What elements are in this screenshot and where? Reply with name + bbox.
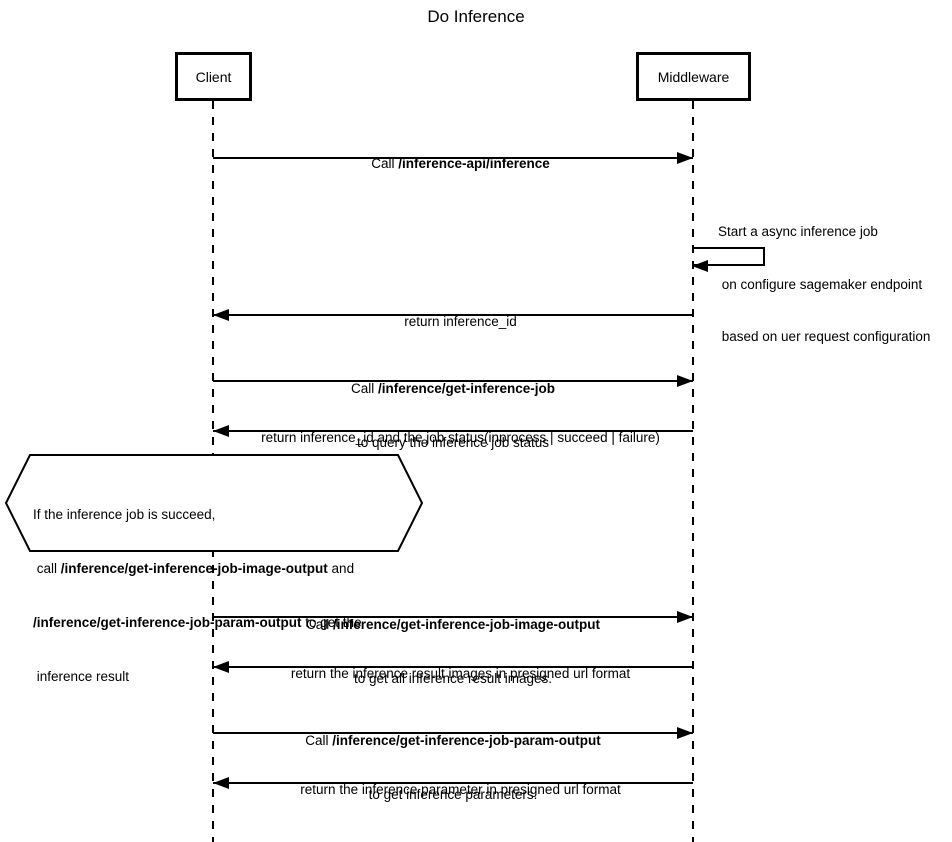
arrowhead-right-icon xyxy=(677,727,693,739)
arrow-return-id xyxy=(213,309,693,321)
self-message-line: Start a async inference job xyxy=(718,224,878,239)
message-label-call-image-output: Call /inference/get-inference-job-image-… xyxy=(213,580,693,724)
arrow-call-param-output xyxy=(213,727,693,739)
diagram-title: Do Inference xyxy=(427,7,525,26)
participant-client-label: Client xyxy=(195,68,232,85)
label-text: Call xyxy=(350,381,378,396)
label-text: return the inference parameter in presig… xyxy=(300,782,621,797)
arrow-call-inference xyxy=(213,152,693,164)
arrow-return-images xyxy=(213,661,693,673)
label-text: to get all inference result images. xyxy=(353,671,553,686)
message-label-call-param-output: Call /inference/get-inference-job-param-… xyxy=(213,696,693,840)
label-text: Call xyxy=(305,733,333,748)
message-label-call-get-job: Call /inference/get-inference-job to que… xyxy=(213,344,693,488)
arrowhead-left-icon xyxy=(213,777,229,789)
label-text: return inference_id and the job status(i… xyxy=(261,430,660,445)
note-line: /inference/get-inference-job-param-outpu… xyxy=(33,615,362,630)
arrow-call-get-job xyxy=(213,375,693,387)
arrow-return-params xyxy=(213,777,693,789)
lifeline-middleware xyxy=(692,101,694,842)
label-text-bold: /inference-api/inference xyxy=(398,156,550,171)
message-label-return-params: return the inference parameter in presig… xyxy=(213,763,693,817)
self-message-loop xyxy=(692,247,765,272)
label-text: to query the inference job status xyxy=(356,435,550,450)
arrowhead-right-icon xyxy=(677,611,693,623)
label-text-bold: /inference/get-inference-job-image-outpu… xyxy=(332,617,601,632)
label-text-bold: /inference/get-inference-job-param-outpu… xyxy=(332,733,601,748)
arrowhead-left-icon xyxy=(213,309,229,321)
label-text: return the inference result images in pr… xyxy=(290,666,631,681)
self-message-label: Start a async inference job on configure… xyxy=(718,188,930,381)
participant-middleware-label: Middleware xyxy=(657,68,730,85)
arrowhead-right-icon xyxy=(677,152,693,164)
self-message-line: based on uer request configuration xyxy=(718,329,931,344)
note-hexagon xyxy=(4,454,424,552)
message-label-return-images: return the inference result images in pr… xyxy=(213,647,693,701)
label-text: to get inference parameters. xyxy=(368,787,538,802)
note-line: If the inference job is succeed, xyxy=(33,507,216,522)
arrowhead-left-icon xyxy=(213,425,229,437)
participant-middleware: Middleware xyxy=(636,52,751,101)
arrow-call-image-output xyxy=(213,611,693,623)
label-text-bold: /inference/get-inference-job xyxy=(377,381,556,396)
self-message-line: on configure sagemaker endpoint xyxy=(718,276,923,292)
label-text: Call xyxy=(305,617,333,632)
label-text: Call xyxy=(371,156,399,171)
note-line: call /inference/get-inference-job-image-… xyxy=(33,561,355,576)
note-hexagon-label: If the inference job is succeed, call /i… xyxy=(33,470,362,722)
arrowhead-left-icon xyxy=(213,661,229,673)
message-label-return-id: return inference_id xyxy=(213,295,693,349)
arrowhead-left-icon xyxy=(692,260,708,272)
arrowhead-right-icon xyxy=(677,375,693,387)
label-text: return inference_id xyxy=(404,314,517,329)
message-label-call-inference: Call /inference-api/inference xyxy=(213,137,693,191)
arrow-return-status xyxy=(213,425,693,437)
note-line: inference result xyxy=(33,669,130,684)
message-label-return-status: return inference_id and the job status(i… xyxy=(213,411,693,465)
participant-client: Client xyxy=(175,52,252,101)
